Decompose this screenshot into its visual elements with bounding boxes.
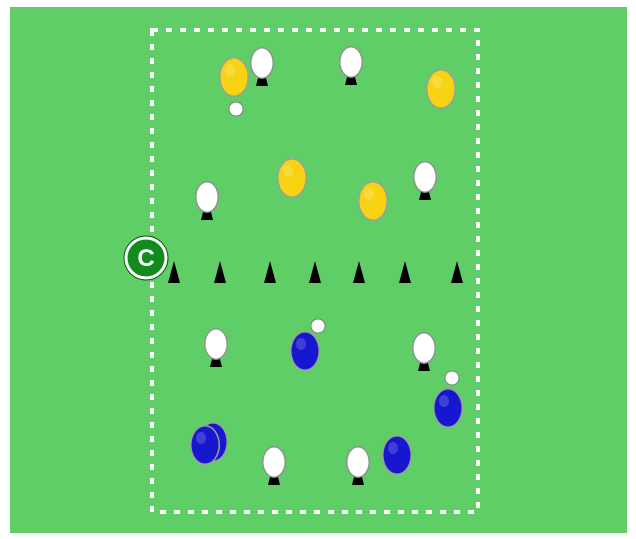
coach: C <box>124 236 168 280</box>
yellow-player-icon <box>219 57 249 97</box>
ball-icon <box>229 102 243 116</box>
blue-player-icon <box>382 435 412 475</box>
yellow-player-icon <box>426 69 456 109</box>
ball-icon <box>445 371 459 385</box>
blue-player-icon <box>190 425 220 465</box>
pitch <box>10 7 627 533</box>
blue-player-icon <box>290 331 320 371</box>
yellow-player-icon <box>277 158 307 198</box>
blue-player-icon <box>433 388 463 428</box>
coach-label: C <box>137 245 154 272</box>
yellow-player-icon <box>358 181 388 221</box>
ball-icon <box>311 319 325 333</box>
